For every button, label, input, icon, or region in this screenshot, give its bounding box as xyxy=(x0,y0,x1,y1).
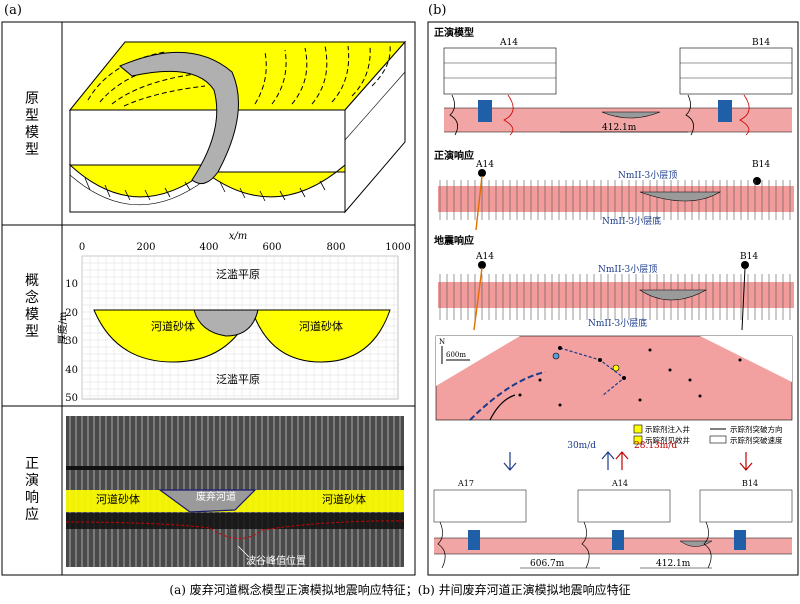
channel-sand-left-label: 河道砂体 xyxy=(151,319,195,333)
y-tick-50: 50 xyxy=(65,393,78,404)
arrow-down-red-icon xyxy=(739,452,753,471)
top-layer-label-1: NmII-3小层顶 xyxy=(618,170,677,181)
arrow-up-red-icon xyxy=(615,451,629,470)
b-seismic-response: A14 B14 NmII-3小层顶 NmII-3小层底 xyxy=(438,252,794,331)
concept-model: x/m 0 200 400 600 800 1000 10 20 30 40 5… xyxy=(56,231,411,404)
legend-effect-icon xyxy=(633,435,643,445)
x-tick-600: 600 xyxy=(262,242,281,253)
dist-412-label-2: 412.1m xyxy=(656,559,691,569)
y-tick-40: 40 xyxy=(65,365,78,376)
well-a14-label-1: A14 xyxy=(499,38,518,48)
well-b14-label-3: B14 xyxy=(740,252,758,262)
well-a14-label-3: A14 xyxy=(475,252,494,262)
speed1-label: 30m/d xyxy=(567,441,596,451)
bot-layer-label-2: NmII-3小层底 xyxy=(588,317,647,329)
north-label: N xyxy=(439,338,445,346)
b-well-map: N 600m xyxy=(435,335,793,421)
y-axis-label: 厚度/m xyxy=(56,311,69,344)
legend-inject-icon xyxy=(633,424,643,434)
b-well-correlation: 30m/d 28.13m/d A17 A14 B14 606.7m 412.1m xyxy=(433,441,793,569)
x-tick-200: 200 xyxy=(136,242,155,253)
well-a14-label-2: A14 xyxy=(475,160,494,170)
seis-abandoned-label: 废弃河道 xyxy=(196,490,236,503)
panel-a-label: (a) xyxy=(4,3,22,18)
arrow-down-blue-icon xyxy=(503,452,517,471)
trough-label: 波谷峰值位置 xyxy=(246,554,306,567)
floodplain-bottom-label: 泛滥平原 xyxy=(216,373,260,386)
well-b14-label-1: B14 xyxy=(752,38,770,48)
row3-char-2: 演 xyxy=(25,473,39,489)
well-b14-label-2: B14 xyxy=(752,160,770,170)
legend-effect: 示踪剂见效井 xyxy=(645,435,690,445)
channel-sand-right xyxy=(251,309,391,363)
abandoned-channel-2d xyxy=(193,309,259,337)
panel-a: 原 型 模 型 概 念 模 型 正 演 响 应 xyxy=(1,21,416,576)
row2-char-3: 模 xyxy=(25,307,39,323)
dist-606-label: 606.7m xyxy=(530,559,565,569)
prototype-block xyxy=(68,40,407,214)
row3-char-3: 响 xyxy=(25,490,39,506)
row1-char-3: 模 xyxy=(25,125,39,141)
panel-b-label: (b) xyxy=(428,3,446,18)
channel-sand-right-label: 河道砂体 xyxy=(299,319,343,333)
row1-char-4: 型 xyxy=(25,142,39,158)
bot-layer-label-1: NmII-3小层底 xyxy=(602,215,661,227)
b-forward-response: A14 B14 NmII-3小层顶 NmII-3小层底 xyxy=(438,160,794,231)
legend-direction: 示踪剂突破方向 xyxy=(730,424,783,434)
row1-char-1: 原 xyxy=(25,91,39,107)
b-seismic-resp-title: 地震响应 xyxy=(434,234,474,247)
row2-char-1: 概 xyxy=(25,273,39,289)
x-tick-400: 400 xyxy=(199,242,218,253)
well-a17-label: A17 xyxy=(457,479,474,488)
block-side xyxy=(344,40,406,214)
b-legend: 示踪剂注入井 示踪剂见效井 示踪剂突破方向 示踪剂突破速度 xyxy=(633,424,783,445)
arrow-up-blue-icon xyxy=(601,451,615,470)
seis-sand-right-label: 河道砂体 xyxy=(322,492,366,506)
x-tick-1000: 1000 xyxy=(385,242,410,253)
legend-speed-icon xyxy=(709,435,727,444)
x-axis-label: x/m xyxy=(229,231,248,242)
forward-response-a: 河道砂体 河道砂体 废弃河道 波谷峰值位置 xyxy=(65,416,405,567)
panel-b: 正演模型 A14 B14 412.1m 正演响应 xyxy=(427,21,799,576)
legend-inject: 示踪剂注入井 xyxy=(645,424,690,434)
well-a14-label-4: A14 xyxy=(611,479,628,488)
x-tick-0: 0 xyxy=(79,242,85,253)
b-forward-model: A14 B14 412.1m xyxy=(443,38,793,136)
b-forward-resp-title: 正演响应 xyxy=(434,149,474,162)
seis-sand-left-label: 河道砂体 xyxy=(96,492,140,506)
row3-char-1: 正 xyxy=(25,456,39,472)
legend-speed: 示踪剂突破速度 xyxy=(730,435,783,445)
x-tick-800: 800 xyxy=(326,242,345,253)
top-layer-label-2: NmII-3小层顶 xyxy=(598,264,657,275)
row2-char-4: 型 xyxy=(25,324,39,340)
scale-label: 600m xyxy=(446,351,466,359)
row3-char-4: 应 xyxy=(25,506,39,523)
b-forward-model-title: 正演模型 xyxy=(434,26,474,39)
dist-412-label-1: 412.1m xyxy=(602,123,637,133)
row2-char-2: 念 xyxy=(25,289,39,306)
well-b14-label-4: B14 xyxy=(742,479,758,488)
y-tick-30: 30 xyxy=(65,336,78,347)
figure-caption: (a) 废弃河道概念模型正演模拟地震响应特征；(b) 井间废弃河道正演模拟地震响… xyxy=(169,582,630,597)
abandoned-channel-3d xyxy=(119,51,239,185)
speed2-label: 28.13m/d xyxy=(634,441,677,451)
y-tick-10: 10 xyxy=(65,279,78,290)
floodplain-top-label: 泛滥平原 xyxy=(216,268,260,281)
y-tick-20: 20 xyxy=(65,308,78,319)
row1-char-2: 型 xyxy=(25,108,39,124)
